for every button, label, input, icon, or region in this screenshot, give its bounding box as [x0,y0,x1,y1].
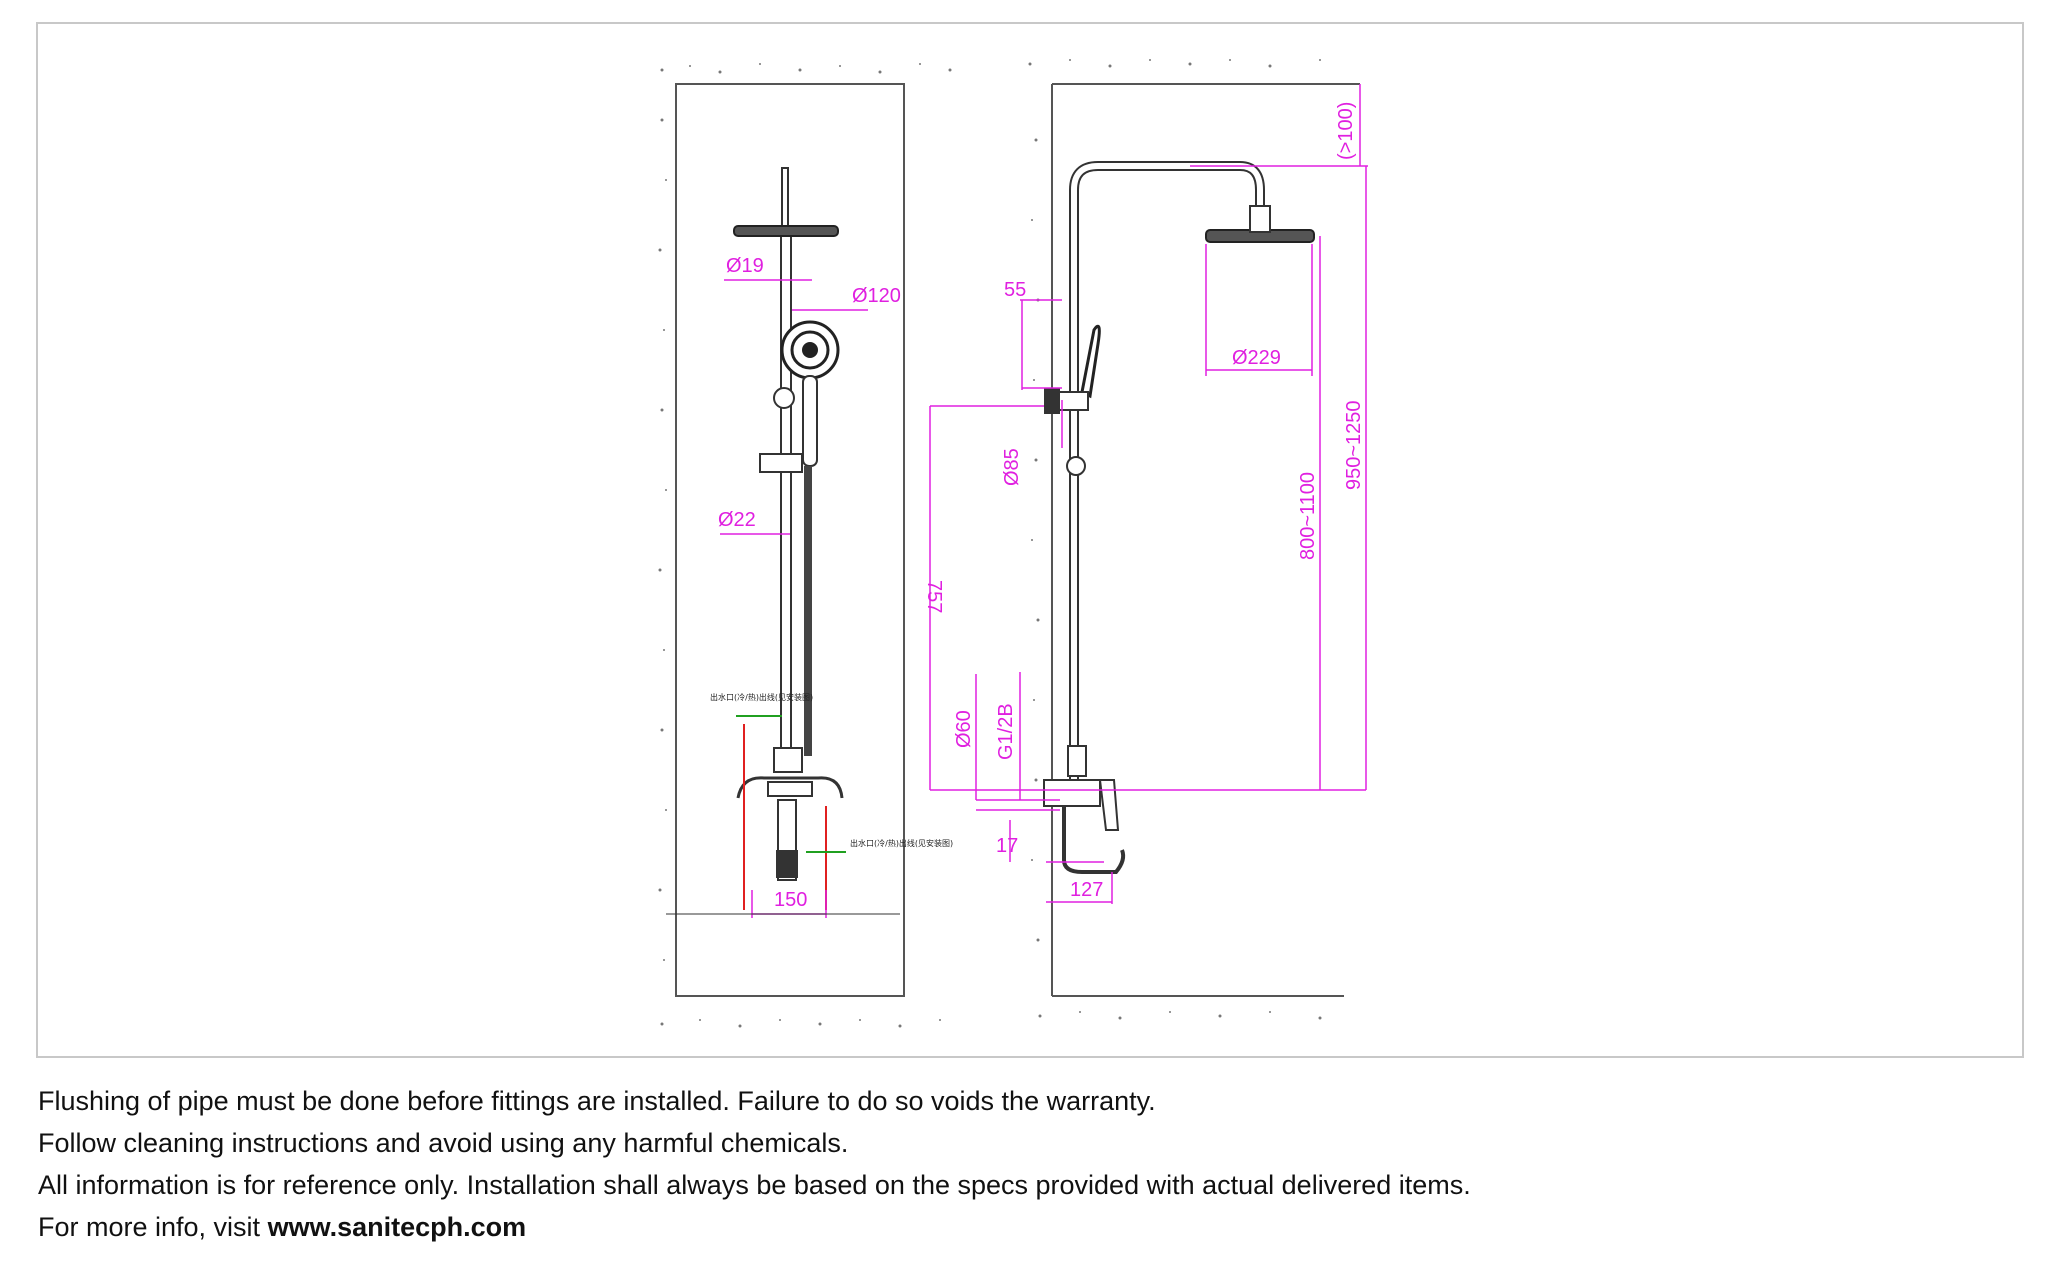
note-right-inlet: 出水口(冷/热)出线(见安装图) [850,838,953,848]
dim-riser-length: 800~1100 [1297,472,1319,560]
front-mixer-body [773,747,803,773]
note-left-inlet: 出水口(冷/热)出线(见安装图) [710,692,813,702]
side-dimension-lines [929,84,1368,904]
hand-shower-face [790,330,830,370]
dim-riser: Ø22 [718,509,756,531]
dim-thread: G1/2B [995,703,1017,760]
front-spout-nozzle [776,850,798,878]
dim-hand-shower: Ø120 [852,285,901,307]
side-mixer-top [1067,745,1087,777]
side-riser-pipe-inner [1071,163,1263,780]
front-shower-arm [781,167,789,229]
front-holder [773,387,795,409]
concrete-texture-right [1028,59,1322,1020]
side-wall-bracket [1044,388,1060,414]
side-hand-shower [1080,324,1101,399]
side-mixer-body [1043,779,1101,807]
dim-spout-reach: 127 [1070,879,1103,901]
front-hose [804,466,812,756]
note-cleaning: Follow cleaning instructions and avoid u… [38,1128,849,1158]
dim-wall-offset: 17 [996,835,1018,857]
front-wall-panel [675,83,905,997]
side-slide-knob [1066,456,1086,476]
side-mixer-lever [1098,779,1120,831]
drawing-frame [36,22,2024,1058]
note-flushing: Flushing of pipe must be done before fit… [38,1086,1156,1116]
front-shower-head [733,225,839,237]
website-link[interactable]: www.sanitecph.com [267,1212,527,1242]
dim-holder: Ø85 [1001,448,1023,486]
front-mixer-arms [736,776,844,799]
dim-total-height: 950~1250 [1343,400,1365,490]
side-riser-pipe [1069,161,1265,780]
dim-top-clearance: (>100) [1335,102,1357,160]
note-more-info-prefix: For more info, visit [38,1212,268,1242]
dim-shower-arm: Ø19 [726,255,764,277]
hand-shower-center [802,342,818,358]
concrete-texture-left [658,63,952,1028]
dim-head: Ø229 [1232,347,1281,369]
installation-notes: Flushing of pipe must be done before fit… [38,1080,1938,1248]
front-hand-shower-handle [802,375,818,467]
front-mixer-handle [767,781,813,797]
side-head-connector [1249,205,1271,233]
note-more-info: For more info, visit www.sanitecph.com [38,1206,1938,1248]
side-view: (>100) 55 Ø229 Ø85 757 800~1100 950~1250… [923,59,1368,1020]
dim-mixer-to-bracket: 757 [923,580,945,613]
front-view: Ø19 Ø120 Ø22 150 出水口(冷/热)出线(见安装图) 出水口(冷/… [658,63,953,1028]
side-spout [1062,806,1126,874]
installation-drawing: Ø19 Ø120 Ø22 150 出水口(冷/热)出线(见安装图) 出水口(冷/… [658,59,1368,1028]
front-riser-rail [780,235,792,757]
note-reference: All information is for reference only. I… [38,1170,1471,1200]
dim-bracket: 55 [1004,279,1026,301]
dim-escutcheon: Ø60 [953,710,975,748]
front-slide-bar [759,453,803,473]
dim-inlet-spacing: 150 [774,889,807,911]
